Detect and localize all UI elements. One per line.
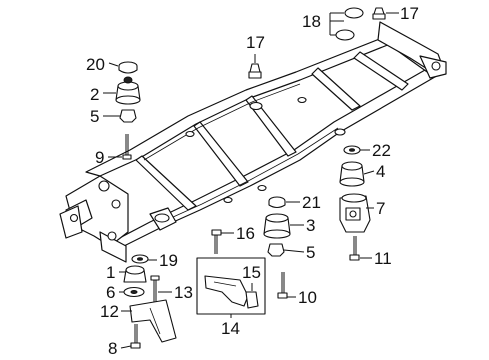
leader-lines [103,12,399,349]
callout-7: 7 [376,199,385,218]
callout-9: 9 [95,148,104,167]
callout-labels: 18 17 17 20 2 5 9 22 4 7 21 3 5 16 11 10… [86,4,419,358]
callout-21: 21 [302,193,321,212]
part-5-nut-right [267,243,285,257]
part-8-bolt [130,324,141,349]
callout-11: 11 [374,249,392,268]
part-4-body-mount [339,161,365,187]
callout-5-right: 5 [306,243,315,262]
part-21-washer [268,196,286,209]
part-10-bolt [277,272,288,299]
callout-12: 12 [100,302,119,321]
part-17-top-stud [372,7,386,20]
callout-15: 15 [242,263,261,282]
part-22-washer [343,145,361,155]
part-19-washer [131,254,149,264]
callout-22: 22 [372,141,391,160]
callout-17-mid: 17 [246,33,265,52]
part-17-mid-stud [248,63,262,79]
part-11-bolt [349,236,360,261]
part-13-bolt [150,275,160,304]
callout-18: 18 [302,12,321,31]
callout-10: 10 [298,288,317,307]
part-20-washer [118,61,138,74]
callout-13: 13 [174,283,193,302]
callout-6: 6 [106,283,115,302]
part-15-plug [245,291,259,309]
part-5-nut-left [119,109,137,123]
part-7-bracket [339,193,371,233]
part-1-mount [123,265,147,283]
callout-17-top: 17 [400,4,419,23]
callout-14: 14 [221,319,240,338]
callout-19: 19 [159,251,178,270]
callout-2: 2 [90,85,99,104]
part-9-bolt [122,134,132,160]
callout-20: 20 [86,55,105,74]
callout-4: 4 [376,162,385,181]
callout-8: 8 [108,339,117,358]
part-6-washer [123,286,145,298]
callout-1: 1 [106,263,115,282]
callout-3: 3 [306,216,315,235]
part-14-bracket-box [196,257,266,315]
part-3-body-mount [263,213,291,239]
part-12-bracket [129,299,177,343]
vehicle-frame [59,21,447,263]
callout-5-left: 5 [90,107,99,126]
part-16-bolt [211,229,222,254]
callout-16: 16 [236,224,255,243]
part-2-body-mount [115,76,141,105]
